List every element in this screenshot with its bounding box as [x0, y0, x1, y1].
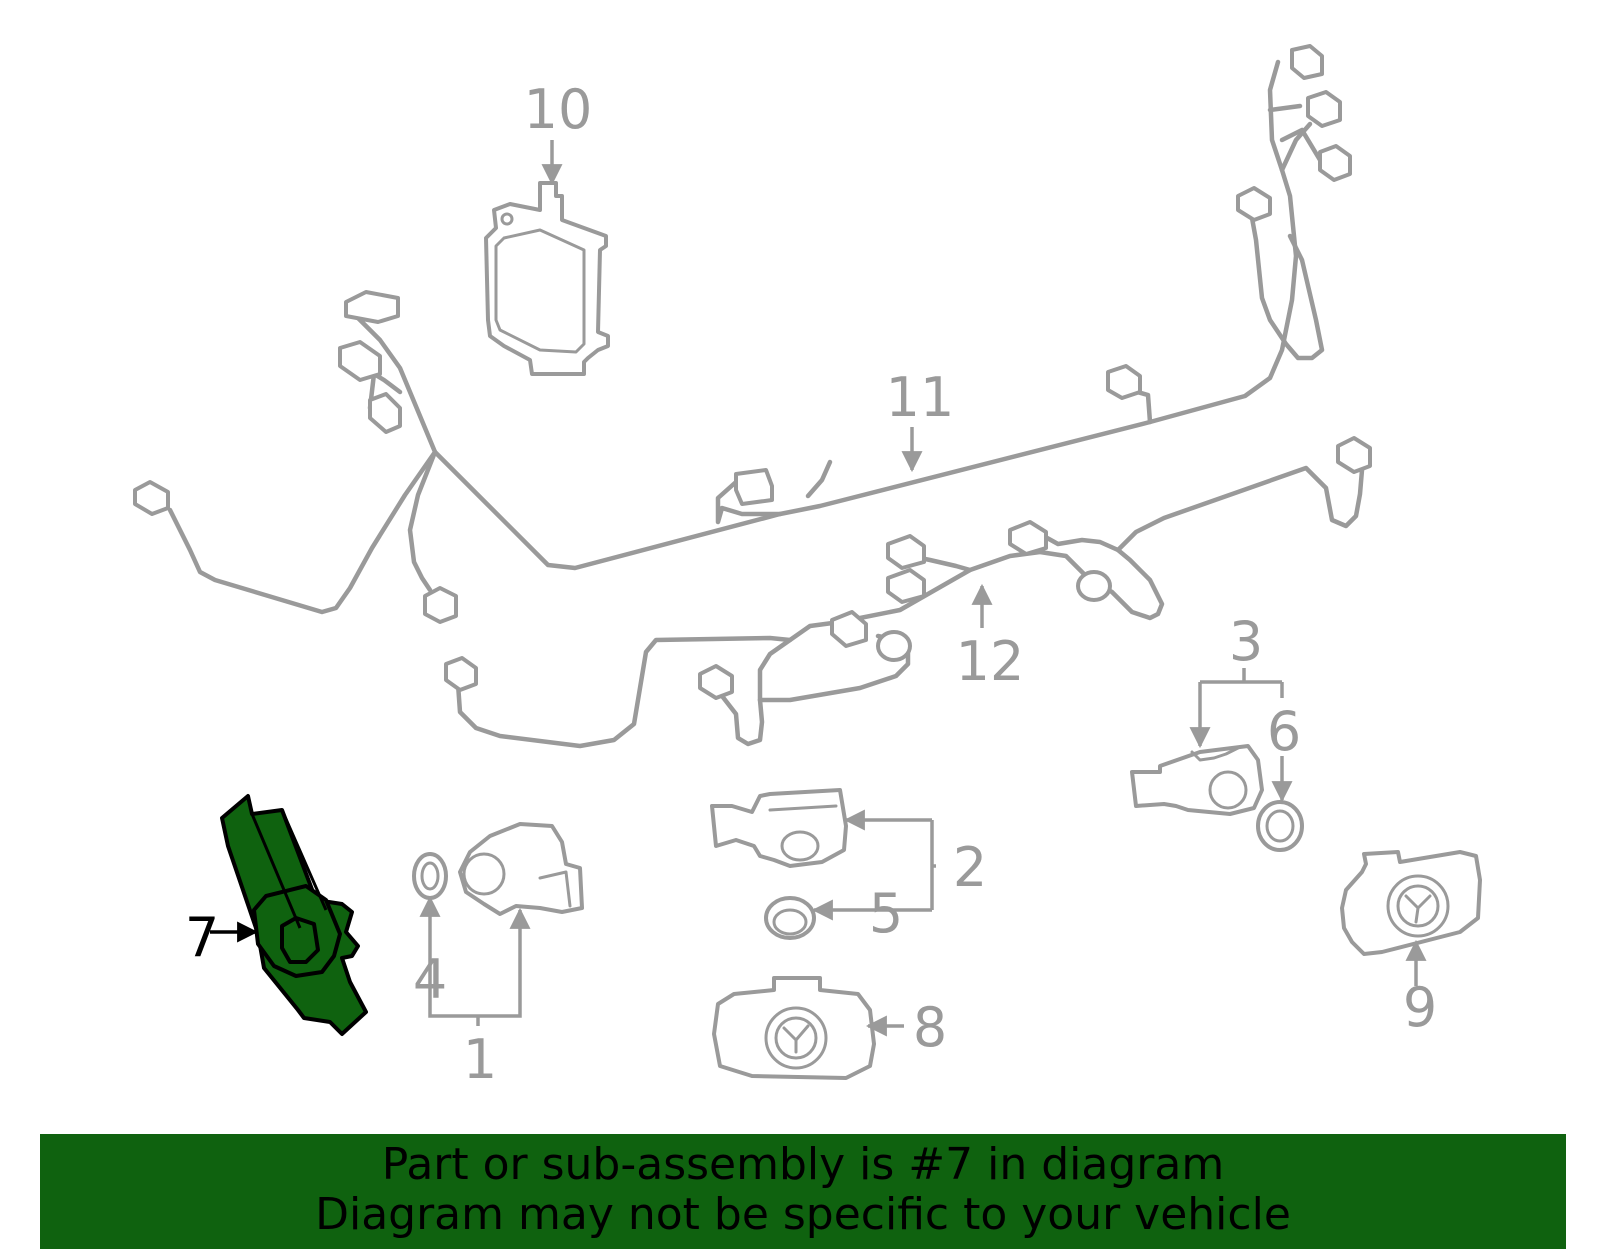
- part-3-sensor[interactable]: [1130, 744, 1264, 816]
- banner-line-1: Part or sub-assembly is #7 in diagram: [381, 1139, 1225, 1190]
- callout-11: 11: [886, 366, 955, 429]
- part-1-sensor[interactable]: [458, 822, 584, 916]
- part-6-ring[interactable]: [1256, 800, 1304, 852]
- part-8-bracket[interactable]: [712, 976, 876, 1080]
- callout-9: 9: [1403, 976, 1437, 1039]
- part-11-upper-wiring-harness[interactable]: [133, 44, 1352, 624]
- part-10-control-module[interactable]: [484, 181, 610, 376]
- callout-1: 1: [463, 1028, 497, 1091]
- callout-5: 5: [869, 882, 903, 945]
- info-banner: Part or sub-assembly is #7 in diagram Di…: [40, 1134, 1566, 1249]
- callout-labels: 10 11 12 3 6 2 5 4 1 8 9 7: [185, 78, 1437, 1091]
- callout-7: 7: [185, 906, 219, 969]
- part-7-bracket-highlighted[interactable]: [220, 794, 368, 1036]
- callout-10: 10: [524, 78, 593, 141]
- callout-4: 4: [413, 948, 447, 1011]
- part-2-sensor[interactable]: [710, 788, 848, 868]
- part-9-bracket[interactable]: [1340, 850, 1482, 956]
- callout-8: 8: [913, 996, 947, 1059]
- part-4-ring[interactable]: [412, 852, 448, 900]
- callout-3: 3: [1229, 610, 1263, 673]
- leader-lines: [210, 140, 1427, 1037]
- part-5-ring[interactable]: [764, 896, 816, 940]
- banner-line-2: Diagram may not be specific to your vehi…: [315, 1189, 1291, 1240]
- callout-12: 12: [956, 630, 1025, 693]
- part-12-lower-wiring-harness[interactable]: [444, 436, 1372, 749]
- callout-6: 6: [1267, 700, 1301, 763]
- callout-2: 2: [953, 836, 987, 899]
